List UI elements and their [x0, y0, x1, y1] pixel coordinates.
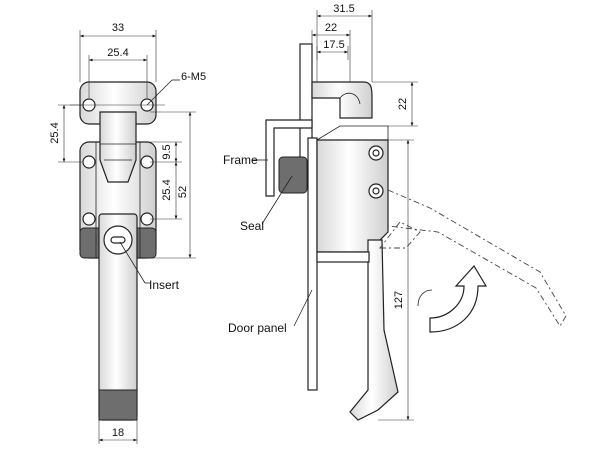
callout-door-panel: Door panel: [228, 321, 287, 335]
dim-side-top-width: 31.5: [333, 3, 354, 15]
dim-side-mid-width: 22: [325, 22, 337, 34]
side-handle-open: [387, 189, 567, 327]
frame-flange: [265, 119, 313, 197]
callout-frame: Frame: [223, 153, 258, 167]
front-handle-grip-dark: [98, 389, 138, 421]
dim-front-bottom-width: 18: [112, 427, 124, 439]
door-panel: [307, 137, 318, 391]
dim-front-inner-width: 25.4: [107, 47, 128, 59]
front-catch-hook: [99, 111, 137, 183]
dim-front-top-width: 33: [112, 22, 124, 34]
insert-key-slot: [110, 236, 126, 244]
side-view: [265, 43, 567, 421]
side-callouts: Frame Seal Door panel: [223, 153, 313, 335]
front-view: [70, 81, 165, 421]
side-handle-closed: [349, 239, 399, 421]
striker-keeper: [311, 81, 373, 119]
seal: [278, 156, 308, 194]
callout-screws: 6-M5: [181, 71, 206, 83]
dim-front-left-vertical: 25.4: [49, 122, 61, 143]
dim-side-right-long: 127: [393, 291, 405, 309]
callout-insert: Insert: [149, 278, 180, 292]
dim-side-right-vertical: 22: [397, 98, 409, 110]
side-dimensions: 31.5 22 17.5 22 127: [311, 3, 418, 421]
dim-side-small-width: 17.5: [323, 39, 344, 51]
callout-seal: Seal: [240, 219, 264, 233]
dim-front-v2: 25.4: [161, 179, 173, 200]
rotation-arrow: [429, 264, 488, 333]
front-dimensions: 33 25.4 25.4 9.5 25.4 52 18: [49, 22, 196, 444]
dim-front-v1: 9.5: [161, 144, 173, 159]
dim-front-v3: 52: [177, 186, 189, 198]
front-callouts: 6-M5 Insert: [119, 71, 206, 292]
